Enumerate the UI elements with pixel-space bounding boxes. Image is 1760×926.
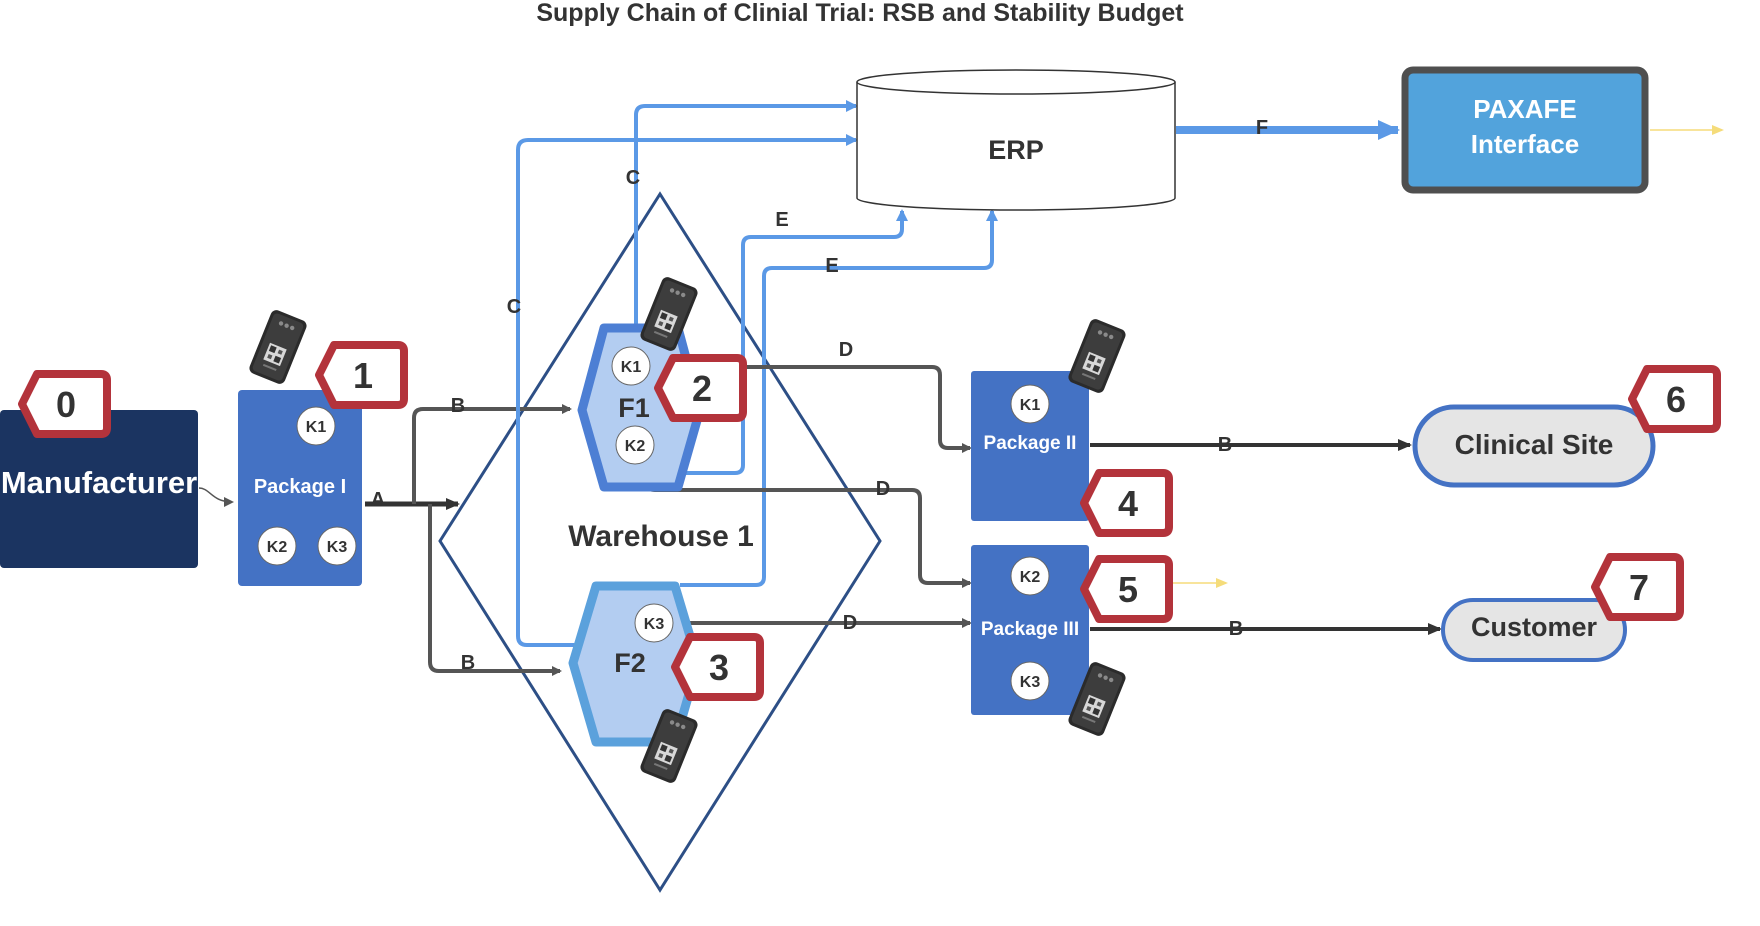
svg-text:K3: K3 bbox=[1020, 674, 1041, 691]
kit-circle: K1 bbox=[296, 406, 336, 446]
svg-text:K2: K2 bbox=[625, 438, 646, 455]
edge-label-c-inner: C bbox=[626, 167, 640, 189]
kit-circle: K2 bbox=[257, 526, 297, 566]
edge-label-d-mid: D bbox=[876, 478, 890, 500]
step-badge-5: 5 bbox=[1080, 555, 1173, 623]
kit-circle: K1 bbox=[1010, 384, 1050, 424]
step-badge-6: 6 bbox=[1628, 365, 1721, 433]
warehouse-outline bbox=[438, 191, 882, 893]
kit-circle: K3 bbox=[317, 526, 357, 566]
package-2-node: Package II bbox=[971, 371, 1089, 521]
kit-circle: K1 bbox=[611, 346, 651, 386]
edge-label-d-bottom: D bbox=[843, 612, 857, 634]
step-badge-2: 2 bbox=[654, 354, 747, 422]
step-badge-3: 3 bbox=[671, 633, 764, 701]
edge-label-b-f2: B bbox=[461, 652, 475, 674]
svg-text:4: 4 bbox=[1118, 483, 1138, 524]
package-3-node: Package III bbox=[971, 545, 1089, 715]
tracker-device-icon bbox=[247, 308, 309, 386]
kit-circle: K2 bbox=[1010, 556, 1050, 596]
erp-node: ERP bbox=[856, 69, 1176, 211]
svg-text:2: 2 bbox=[692, 368, 712, 409]
svg-text:K2: K2 bbox=[267, 539, 288, 556]
edge-label-c-left: C bbox=[507, 296, 521, 318]
edge-label-f: F bbox=[1256, 117, 1268, 139]
edge-c-left bbox=[516, 134, 858, 647]
kit-circle: K3 bbox=[634, 603, 674, 643]
kit-circle: K3 bbox=[1010, 661, 1050, 701]
step-badge-0: 0 bbox=[18, 370, 111, 438]
edge-e-upper bbox=[685, 209, 908, 475]
edge-manufacturer-package1 bbox=[198, 487, 234, 507]
paxafe-label-line2: Interface bbox=[1471, 129, 1579, 159]
edge-label-d-top: D bbox=[839, 339, 853, 361]
svg-text:K1: K1 bbox=[621, 359, 642, 376]
edge-label-e-lower: E bbox=[825, 255, 838, 277]
kit-circle: K2 bbox=[615, 425, 655, 465]
edge-label-a: A bbox=[371, 489, 385, 511]
warehouse-label: Warehouse 1 bbox=[568, 520, 754, 553]
f1-label: F1 bbox=[618, 393, 650, 423]
package-1-label: Package I bbox=[254, 476, 346, 498]
svg-text:K3: K3 bbox=[327, 539, 348, 556]
edge-d-top bbox=[730, 365, 972, 453]
paxafe-label-line1: PAXAFE bbox=[1473, 94, 1577, 124]
svg-text:3: 3 bbox=[709, 647, 729, 688]
clinical-site-label: Clinical Site bbox=[1455, 429, 1614, 460]
svg-text:6: 6 bbox=[1666, 379, 1686, 420]
edge-e-lower bbox=[680, 209, 998, 587]
svg-text:7: 7 bbox=[1629, 567, 1649, 608]
paxafe-interface-node: PAXAFE Interface bbox=[1401, 66, 1649, 194]
package-2-label: Package II bbox=[984, 433, 1077, 454]
edge-label-b-customer: B bbox=[1229, 618, 1243, 640]
tracker-device-icon bbox=[638, 275, 700, 353]
edge-b-f1 bbox=[412, 404, 572, 504]
package-3-label: Package III bbox=[981, 619, 1079, 640]
manufacturer-label: Manufacturer bbox=[1, 465, 197, 500]
clinical-site-node: Clinical Site bbox=[1412, 404, 1656, 488]
svg-text:K3: K3 bbox=[644, 616, 665, 633]
svg-text:0: 0 bbox=[56, 384, 76, 425]
step-badge-4: 4 bbox=[1080, 469, 1173, 537]
step-badge-7: 7 bbox=[1591, 553, 1684, 621]
edge-c-inner bbox=[634, 100, 858, 330]
edge-label-b-f1: B bbox=[451, 395, 465, 417]
customer-label: Customer bbox=[1471, 612, 1598, 642]
tracker-device-icon bbox=[1066, 317, 1128, 395]
diagram-title: Supply Chain of Clinial Trial: RSB and S… bbox=[536, 0, 1184, 27]
svg-text:5: 5 bbox=[1118, 569, 1138, 610]
erp-label: ERP bbox=[988, 135, 1044, 165]
svg-text:K1: K1 bbox=[1020, 397, 1041, 414]
step-badge-1: 1 bbox=[315, 341, 408, 409]
edge-label-b-clinical: B bbox=[1218, 434, 1232, 456]
customer-node: Customer bbox=[1441, 598, 1627, 662]
manufacturer-node: Manufacturer bbox=[0, 410, 198, 568]
edge-label-e-upper: E bbox=[775, 209, 788, 231]
f2-label: F2 bbox=[614, 648, 646, 678]
edge-b-f2 bbox=[428, 504, 562, 676]
svg-text:K2: K2 bbox=[1020, 569, 1041, 586]
svg-text:1: 1 bbox=[353, 355, 373, 396]
svg-text:K1: K1 bbox=[306, 419, 327, 436]
